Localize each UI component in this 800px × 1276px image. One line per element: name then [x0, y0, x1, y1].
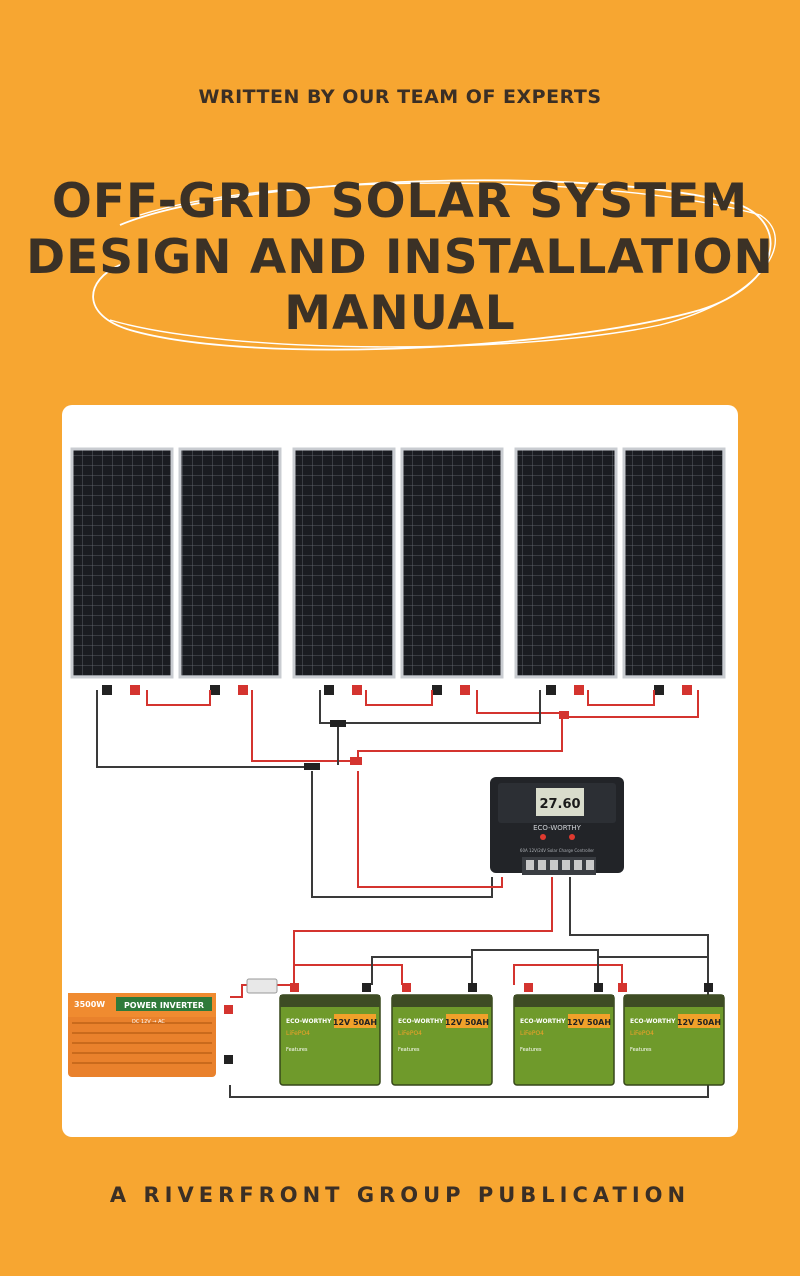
battery-features: Features: [520, 1047, 542, 1053]
power-inverter: 3500W POWER INVERTER DC 12V → AC: [68, 993, 233, 1077]
battery-features: Features: [630, 1047, 652, 1053]
battery-rating: 12V 50AH: [333, 1018, 377, 1027]
battery-chem: LiFePO4: [286, 1030, 310, 1037]
battery-brand: ECO-WORTHY: [520, 1018, 566, 1025]
inverter-label: POWER INVERTER: [124, 1001, 204, 1010]
controller-display: [536, 788, 584, 816]
solar-panel-array: [70, 447, 726, 679]
controller-led-icon: [540, 834, 546, 840]
solar-panel: [400, 447, 504, 679]
battery-features: Features: [286, 1047, 308, 1053]
fuse-holder: [246, 978, 278, 994]
publisher-line: A RIVERFRONT GROUP PUBLICATION: [109, 1183, 691, 1207]
panel-terminals: [102, 685, 692, 695]
battery-chem: LiFePO4: [520, 1030, 544, 1037]
title-line-1: OFF-GRID SOLAR SYSTEM: [51, 174, 749, 229]
solar-panel: [622, 447, 726, 679]
controller-led-icon: [569, 834, 575, 840]
battery: ECO-WORTHY 12V 50AH LiFePO4 Features: [391, 994, 493, 1086]
charge-controller: 27.60 ECO-WORTHY 60A 12V/24V Solar Charg…: [490, 777, 624, 875]
solar-panel: [514, 447, 618, 679]
inverter-sub: DC 12V → AC: [132, 1019, 165, 1025]
battery-brand: ECO-WORTHY: [630, 1018, 676, 1025]
battery-features: Features: [398, 1047, 420, 1053]
solar-panel: [70, 447, 174, 679]
battery-rating: 12V 50AH: [677, 1018, 721, 1027]
battery: ECO-WORTHY 12V 50AH LiFePO4 Features: [623, 994, 725, 1086]
battery-rating: 12V 50AH: [567, 1018, 611, 1027]
inverter-wattage: 3500W: [74, 1000, 105, 1009]
title-line-2: DESIGN AND INSTALLATION: [26, 230, 774, 285]
byline: WRITTEN BY OUR TEAM OF EXPERTS: [198, 86, 602, 108]
system-diagram-card: 27.60 ECO-WORTHY 60A 12V/24V Solar Charg…: [62, 405, 738, 1137]
battery-brand: ECO-WORTHY: [286, 1018, 332, 1025]
solar-panel: [292, 447, 396, 679]
book-title: OFF-GRID SOLAR SYSTEM DESIGN AND INSTALL…: [0, 174, 800, 342]
controller-subtitle: 60A 12V/24V Solar Charge Controller: [520, 848, 594, 853]
panel-wiring: [96, 690, 699, 898]
controller-brand: ECO-WORTHY: [533, 824, 582, 832]
battery-bank: ECO-WORTHY 12V 50AH LiFePO4 Features ECO…: [279, 983, 725, 1086]
swoosh-decoration: [92, 179, 777, 351]
solar-panel: [178, 447, 282, 679]
battery: ECO-WORTHY 12V 50AH LiFePO4 Features: [513, 994, 615, 1086]
title-line-3: MANUAL: [284, 286, 516, 341]
solar-system-illustration: 27.60 ECO-WORTHY 60A 12V/24V Solar Charg…: [68, 447, 726, 1098]
title-block: OFF-GRID SOLAR SYSTEM DESIGN AND INSTALL…: [0, 170, 800, 370]
battery-chem: LiFePO4: [630, 1030, 654, 1037]
battery: ECO-WORTHY 12V 50AH LiFePO4 Features: [279, 994, 381, 1086]
controller-readout: 27.60: [539, 797, 580, 812]
battery-chem: LiFePO4: [398, 1030, 422, 1037]
battery-rating: 12V 50AH: [445, 1018, 489, 1027]
battery-wiring: [229, 877, 709, 1098]
battery-brand: ECO-WORTHY: [398, 1018, 444, 1025]
